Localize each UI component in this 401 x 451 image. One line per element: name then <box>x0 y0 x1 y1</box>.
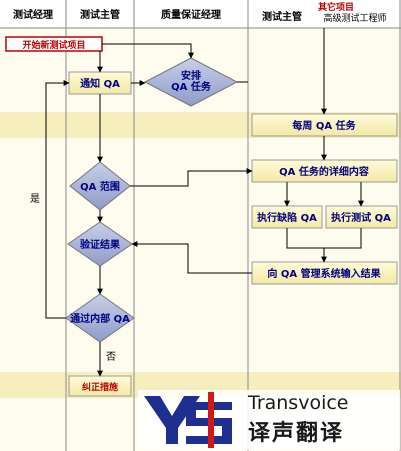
exec-defect-label: 执行缺陷 QA <box>257 211 317 224</box>
arrow-test-input <box>324 228 362 249</box>
lane-header-qa-manager: 质量保证经理 <box>161 8 221 21</box>
header-row <box>0 0 401 28</box>
lane-header-other-project: 其它项目 <box>318 1 354 13</box>
logo-text: Transvoice <box>247 392 349 414</box>
arrow-pass-yes <box>45 80 70 319</box>
arrow-defect-input <box>286 228 327 263</box>
start-label: 开始新测试项目 <box>22 39 85 51</box>
lane-header-test-lead-2: 测试主管 <box>262 10 302 23</box>
arrange-qa-label-line2: QA 任务 <box>171 80 212 93</box>
input-results-label: 向 QA 管理系统输入结果 <box>267 267 381 280</box>
qa-details-label: QA 任务的详细内容 <box>279 165 369 178</box>
arrange-qa-label-line1: 安排 <box>181 69 201 82</box>
lane-header-test-lead: 测试主管 <box>80 8 120 21</box>
lane-header-test-manager: 测试经理 <box>13 8 53 21</box>
lane-header-senior-test-engineer: 高级测试工程师 <box>323 12 386 24</box>
corrective-label: 纠正措施 <box>82 381 118 393</box>
logo-red-bar <box>208 392 214 448</box>
transvoice-logo: Transvoice 译声翻译 <box>138 390 400 450</box>
no-label: 否 <box>106 351 116 363</box>
weekly-qa-label: 每周 QA 任务 <box>292 119 356 132</box>
logo-text-cn: 译声翻译 <box>248 421 344 446</box>
arrow-scope-details <box>130 168 253 187</box>
qa-scope-label: QA 范围 <box>80 180 120 193</box>
arrow-start-arrange <box>102 43 194 59</box>
verify-label: 验证结果 <box>80 238 121 251</box>
pass-internal-label: 通过内部 QA <box>70 312 130 325</box>
yes-label: 是 <box>30 193 40 205</box>
arrange-qa-diamond <box>143 57 239 107</box>
exec-test-label: 执行测试 QA <box>331 211 391 224</box>
notify-qa-label: 通知 QA <box>80 77 120 90</box>
arrow-input-verify <box>131 241 252 274</box>
connectors <box>45 28 364 377</box>
